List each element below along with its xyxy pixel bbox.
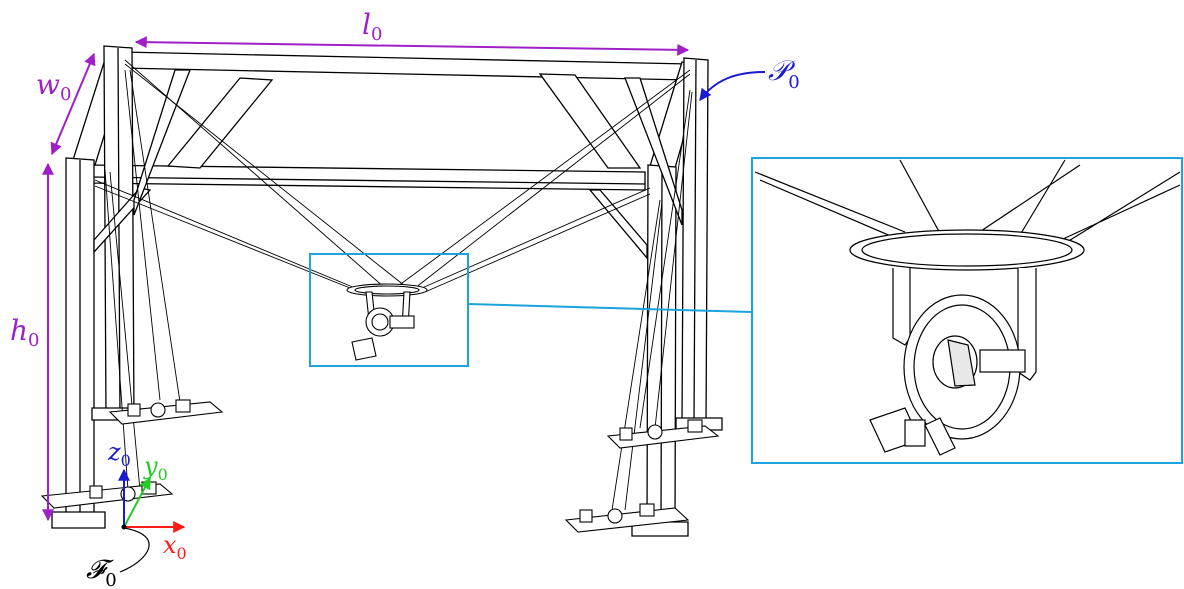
dimension-arrows — [42, 36, 690, 522]
zoom-source-box — [309, 253, 469, 367]
base-plate-front-left — [51, 511, 106, 529]
platform-frame-pointer — [699, 71, 766, 101]
fixed-frame-label: 𝓕0 — [86, 555, 117, 589]
winch-units — [40, 399, 720, 533]
cables — [94, 59, 693, 511]
back-top-beam — [119, 51, 691, 81]
moving-platform — [346, 283, 428, 361]
x-axis-label: x0 — [163, 531, 187, 563]
y-axis-arrow — [123, 476, 151, 528]
width-label: w0 — [36, 68, 71, 105]
length-label: l0 — [362, 8, 382, 45]
zoom-connector — [467, 303, 753, 313]
origin-point — [121, 524, 127, 530]
zoom-indicator — [309, 253, 753, 367]
fixed-frame-pointer — [119, 527, 150, 573]
platform-frame-label: 𝒫0 — [768, 54, 800, 93]
height-label: h0 — [10, 314, 40, 351]
coordinate-axes — [118, 468, 186, 533]
y-axis-label: y0 — [143, 452, 168, 484]
z-axis-label: z0 — [107, 438, 131, 470]
zoom-detail-panel — [751, 157, 1183, 464]
width-dimension-arrow — [50, 52, 96, 156]
length-dimension-arrow — [134, 36, 690, 56]
